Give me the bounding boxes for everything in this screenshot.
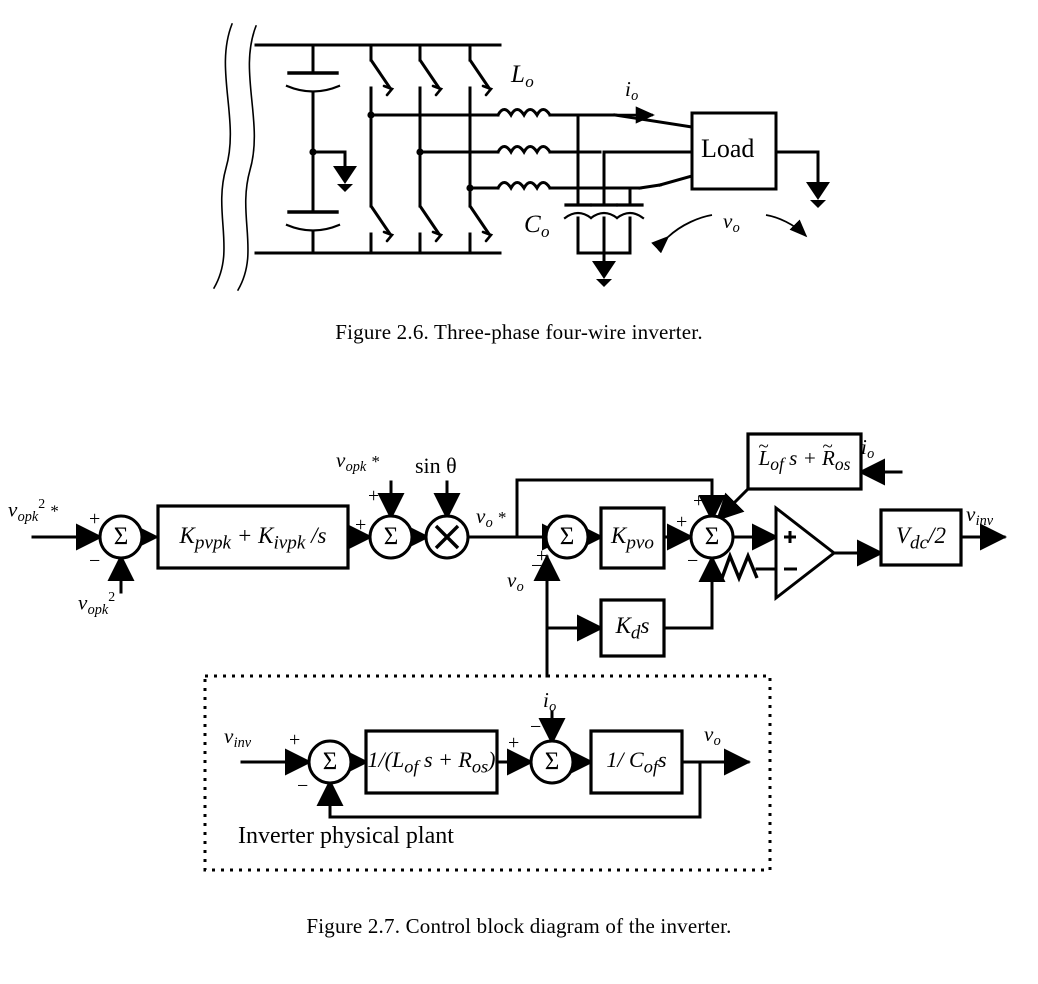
load-block: [690, 111, 778, 191]
block-label-plant-capacitor: 1/ Cofs: [606, 747, 667, 777]
block-label-kpvo: Kpvo: [610, 523, 654, 554]
plant-summing-junction-1: [307, 739, 353, 785]
block-plant-inductor: [364, 729, 499, 795]
label-vopk-reference: vopk *: [336, 448, 380, 475]
label-vo-plant-output: vo: [704, 722, 721, 749]
sign-sum1-minus: −: [89, 550, 101, 572]
plant-summing-junction-2: [529, 739, 575, 785]
block-vdc-half: [879, 508, 963, 567]
vo-measurement-arc: [651, 214, 808, 254]
label-io-plant: io: [543, 688, 557, 715]
label-output-current: io: [625, 77, 639, 104]
block-kds: [599, 598, 666, 658]
ground-symbol-neutral: [592, 261, 616, 287]
sign-sum4-plus-right: +: [726, 496, 738, 518]
summing-junction-3: [544, 514, 590, 560]
plant-sum-glyph-1: Σ: [322, 748, 338, 775]
label-io-feedforward: io: [861, 435, 875, 462]
figure-2-7-caption: Figure 2.7. Control block diagram of the…: [306, 914, 732, 938]
sum-glyph-3: Σ: [559, 523, 575, 550]
label-vopk2-reference: vopk2 *: [8, 496, 59, 525]
sign-sum4-plus-top: +: [693, 490, 705, 512]
ground-symbol-load: [806, 182, 830, 208]
block-label-vdc-half: Vdc/2: [895, 523, 947, 554]
label-output-capacitor: Co: [524, 211, 550, 241]
summing-junction-2: [368, 514, 414, 560]
label-load: Load: [701, 134, 755, 163]
output-inductors: [496, 108, 552, 191]
sign-sum2-plus-top: +: [368, 485, 380, 507]
block-label-plant-inductor: 1/(Lof s + Ros): [367, 747, 496, 777]
block-feedforward: [746, 432, 863, 491]
block-label-feedforward: L~of s + R~os: [758, 436, 851, 475]
switch-group: [369, 58, 494, 243]
sign-plant-sum2-plus: +: [508, 732, 520, 754]
label-sin-theta: sin θ: [415, 453, 457, 478]
multiply-icon: [434, 524, 460, 550]
block-label-kds: Kds: [615, 613, 650, 644]
block-pi-peak-voltage: [156, 504, 350, 570]
summing-junction-1: [98, 514, 144, 560]
sign-plant-sum2-minus: −: [530, 716, 542, 738]
label-vo-reference: vo *: [476, 504, 507, 531]
label-output-voltage: vo: [723, 209, 740, 236]
sign-plant-sum1-minus: −: [297, 775, 309, 797]
sum-glyph-2: Σ: [383, 523, 399, 550]
sign-sum4-plus-left: +: [676, 511, 688, 533]
plant-box-label: Inverter physical plant: [238, 823, 454, 849]
sign-sum2-plus-left: +: [355, 514, 367, 536]
block-label-pi-peak: Kpvpk + Kivpk /s: [179, 523, 327, 554]
sign-sum4-minus: −: [687, 550, 699, 572]
label-output-inductor: Lo: [511, 61, 534, 91]
label-vo-feedback: vo: [507, 568, 524, 595]
ground-symbol-dc: [333, 166, 357, 192]
sum-glyph-1: Σ: [113, 523, 129, 550]
sign-sum3-plus: +: [536, 545, 548, 567]
pwm-comparator: [774, 504, 837, 602]
sum-glyph-4: Σ: [704, 523, 720, 550]
block-plant-capacitor: [589, 729, 684, 795]
summing-junction-4: [689, 514, 735, 560]
plant-sum-glyph-2: Σ: [544, 748, 560, 775]
sign-sum1-plus: +: [89, 508, 101, 530]
dc-midpoint-node: [309, 148, 317, 156]
label-vopk2-feedback: vopk2: [78, 589, 116, 618]
label-vinv-output: vinv: [966, 502, 994, 529]
carrier-waveform-icon: [720, 551, 759, 583]
label-vinv-plant-input: vinv: [224, 724, 252, 751]
block-kpvo: [599, 506, 666, 570]
sign-plant-sum1-plus: +: [289, 729, 301, 751]
sign-sum3-minus: −: [531, 555, 543, 577]
figure-2-6-caption: Figure 2.6. Three-phase four-wire invert…: [335, 320, 703, 344]
